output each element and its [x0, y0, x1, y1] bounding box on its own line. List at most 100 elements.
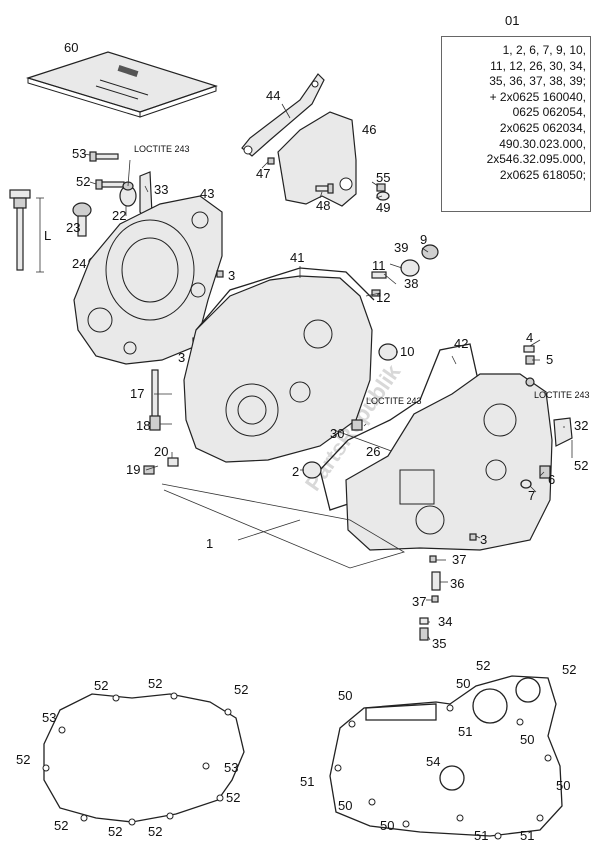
- clip-32: [553, 417, 573, 447]
- nut-34: [419, 617, 429, 625]
- spring-18: [149, 415, 161, 431]
- washer-20: [167, 457, 179, 467]
- length-mark: L: [44, 228, 51, 243]
- kit-line: 2x0625 618050;: [499, 167, 586, 182]
- bolt-47: [267, 157, 275, 165]
- kit-line: 2x0625 062034,: [499, 120, 586, 135]
- label-53: 53: [72, 146, 86, 161]
- loctite-note-c: LOCTITE 243: [534, 390, 590, 400]
- label-23: 23: [66, 220, 80, 235]
- label-51: 51: [520, 828, 534, 843]
- owners-manual: [25, 51, 218, 118]
- screw-4: [523, 345, 535, 353]
- screw-23: [72, 202, 92, 237]
- label-53: 53: [224, 760, 238, 775]
- plug-6: [539, 465, 551, 479]
- label-30: 30: [330, 426, 344, 441]
- label-35: 35: [432, 636, 446, 651]
- kit-contents-box: 1, 2, 6, 7, 9, 10, 11, 12, 26, 30, 34, 3…: [441, 36, 591, 212]
- label-60: 60: [64, 40, 78, 55]
- dipstick: [9, 189, 44, 273]
- label-4: 4: [526, 330, 533, 345]
- label-36: 36: [450, 576, 464, 591]
- label-52: 52: [76, 174, 90, 189]
- label-46: 46: [362, 122, 376, 137]
- label-49: 49: [376, 200, 390, 215]
- leader-lines: [83, 103, 573, 641]
- clutch-cover: [73, 195, 223, 365]
- label-50: 50: [520, 732, 534, 747]
- part-labels: 60 44 46 47 48 55 49 53 LOCTITE 243 52 3…: [16, 40, 590, 843]
- label-19: 19: [126, 462, 140, 477]
- label-52: 52: [108, 824, 122, 839]
- loctite-note-b: LOCTITE 243: [366, 396, 422, 406]
- kit-line: 11, 12, 26, 30, 34,: [490, 58, 586, 73]
- crankcase-gasket: [329, 675, 563, 840]
- label-3: 3: [228, 268, 235, 283]
- label-17: 17: [130, 386, 144, 401]
- label-34: 34: [438, 614, 452, 629]
- label-3: 3: [480, 532, 487, 547]
- label-42: 42: [454, 336, 468, 351]
- loctite-note-a: LOCTITE 243: [134, 144, 190, 154]
- right-crankcase-half: [345, 373, 553, 551]
- label-22: 22: [112, 208, 126, 223]
- oring-2: [302, 461, 322, 479]
- bolt-35: [419, 627, 429, 641]
- pin-37b: [431, 595, 439, 603]
- kit-line: 2x546.32.095.000,: [486, 152, 586, 167]
- label-38: 38: [404, 276, 418, 291]
- label-52: 52: [574, 458, 588, 473]
- label-9: 9: [420, 232, 427, 247]
- label-33: 33: [154, 182, 168, 197]
- label-50: 50: [338, 798, 352, 813]
- screw-19: [143, 465, 155, 475]
- label-11: 11: [372, 258, 386, 273]
- mounting-plate: [277, 111, 357, 207]
- label-52: 52: [148, 824, 162, 839]
- bushing-10: [378, 343, 398, 361]
- label-32: 32: [574, 418, 588, 433]
- kit-number: 01: [505, 13, 520, 28]
- label-26: 26: [366, 444, 380, 459]
- label-50: 50: [380, 818, 394, 833]
- kit-line: 490.30.023.000,: [499, 136, 586, 151]
- label-7: 7: [528, 488, 535, 503]
- label-52: 52: [562, 662, 576, 677]
- label-10: 10: [400, 344, 414, 359]
- label-51: 51: [300, 774, 314, 789]
- label-52: 52: [16, 752, 30, 767]
- label-48: 48: [316, 198, 330, 213]
- seal-39: [400, 259, 420, 277]
- label-52: 52: [234, 682, 248, 697]
- plug-7: [525, 377, 535, 387]
- nozzle-30: [351, 419, 363, 431]
- label-1: 1: [206, 536, 213, 551]
- label-37: 37: [452, 552, 466, 567]
- label-52: 52: [54, 818, 68, 833]
- bolt-52: [95, 179, 125, 190]
- kit-line: 1, 2, 6, 7, 9, 10,: [502, 43, 586, 57]
- label-43: 43: [200, 186, 214, 201]
- kit-line: 35, 36, 37, 38, 39;: [489, 74, 586, 89]
- kit-line: + 2x0625 160040,: [489, 89, 586, 104]
- label-50: 50: [456, 676, 470, 691]
- nut-55: [376, 183, 386, 192]
- assembly-outline: [161, 483, 405, 569]
- label-52: 52: [94, 678, 108, 693]
- oring-7b: [520, 479, 532, 489]
- label-41: 41: [290, 250, 304, 265]
- label-52: 52: [226, 790, 240, 805]
- label-39: 39: [394, 240, 408, 255]
- bolt-3a: [216, 270, 224, 278]
- label-55: 55: [376, 170, 390, 185]
- label-50: 50: [556, 778, 570, 793]
- bracket: [241, 73, 325, 157]
- label-6: 6: [548, 472, 555, 487]
- plug-9: [421, 244, 439, 260]
- label-53: 53: [42, 710, 56, 725]
- label-52: 52: [148, 676, 162, 691]
- spring-36: [431, 571, 441, 591]
- label-18: 18: [136, 418, 150, 433]
